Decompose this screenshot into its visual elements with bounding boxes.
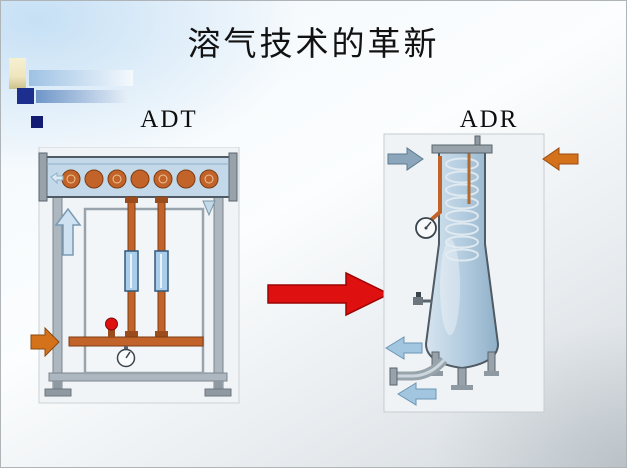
label-adr: ADR (459, 106, 519, 133)
adr-outlet-arrow-lower-icon (397, 382, 437, 406)
decoration-cream-square (9, 58, 26, 89)
adt-swirl-rolls (61, 169, 219, 189)
label-adt: ADT (140, 106, 198, 133)
valve (105, 317, 118, 338)
adt-saturator-tank (38, 152, 238, 202)
adr-supports (428, 351, 499, 390)
sight-glass (154, 250, 169, 292)
adr-diagram (383, 133, 579, 413)
adt-feed-pipe (68, 317, 204, 368)
adr-coil (445, 157, 479, 262)
adr-vessel (424, 135, 500, 370)
vessel-cap (431, 144, 493, 154)
adt-diagram (30, 147, 240, 404)
adr-side-valve (413, 292, 432, 305)
vent-pin (474, 135, 481, 146)
adr-gauge-line (415, 156, 442, 239)
adr-outlet-arrow-upper-icon (385, 336, 423, 360)
pressure-gauge (116, 346, 136, 368)
slide-title: 溶气技术的革新 (187, 27, 440, 63)
bullet-square-icon (31, 116, 43, 128)
adr-outlet-pipe (389, 356, 448, 386)
adt-inlet-arrow-icon (30, 326, 60, 358)
adr-inlet-arrow-right-icon (542, 147, 579, 171)
transition-arrow-icon (267, 271, 391, 317)
decoration-blue-bar-bottom (36, 90, 128, 103)
decoration-blue-bar-top (29, 70, 133, 86)
adr-inlet-arrow-left-icon (387, 147, 424, 171)
tank-flow-arrow-icon (50, 172, 64, 185)
adt-down-arrow-icon (202, 200, 216, 217)
adt-up-arrow-icon (54, 207, 82, 256)
sight-glass (124, 250, 139, 292)
decoration-navy-square (17, 88, 34, 104)
